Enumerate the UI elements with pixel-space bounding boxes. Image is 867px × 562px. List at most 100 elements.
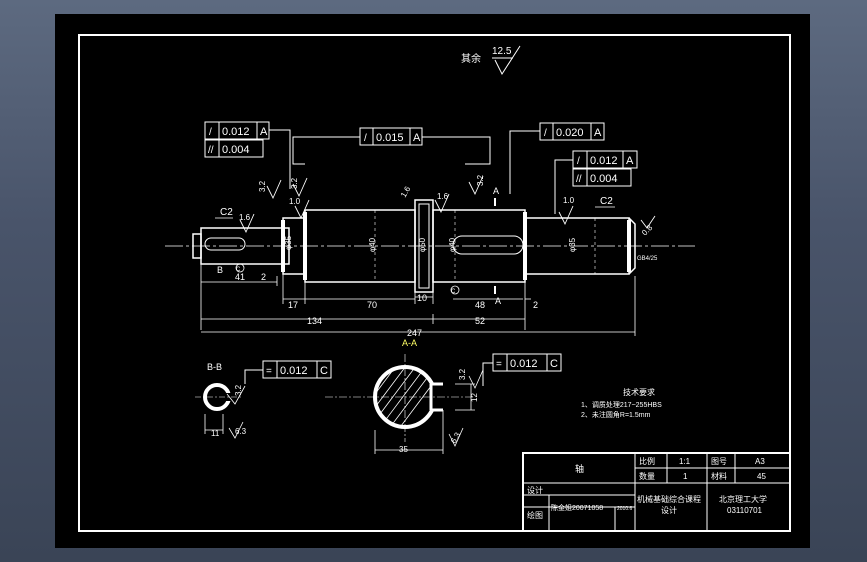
chamfer-right: C2 — [600, 196, 613, 207]
tol-center-symbol: / — [364, 133, 367, 144]
tol-section-bb-symbol: = — [266, 366, 272, 377]
roughness-r13: 0.8 — [640, 223, 655, 238]
section-bb-width: 11 — [211, 429, 220, 438]
tb-material-value: 45 — [757, 472, 766, 481]
tol-right-main-datum: A — [594, 127, 602, 139]
notes-line-1: 1、调质处理217~255HBS — [581, 400, 662, 409]
section-bb-title: B-B — [207, 362, 222, 372]
tb-part-name: 轴 — [575, 463, 584, 474]
drawing-frame — [78, 34, 791, 532]
diameter-4: φ40 — [448, 237, 457, 252]
section-bb-view — [195, 383, 246, 439]
section-a-bottom: A — [495, 296, 501, 306]
tb-checker-name: 陈金姐20071058 — [551, 503, 603, 512]
drawing-canvas: 其余 12.5 — [78, 34, 791, 532]
dim-10: 10 — [417, 293, 427, 303]
roughness-r7: 1.0 — [563, 196, 575, 205]
roughness-r12: 6.3 — [449, 430, 463, 445]
tol-right-bottom-symbol: // — [576, 174, 582, 185]
mark-circle-right — [450, 285, 460, 295]
tol-frame-section-bb — [244, 360, 332, 384]
tol-right-bottom-value: 0.004 — [590, 173, 618, 185]
section-aa-width: 35 — [399, 445, 408, 454]
drawing-sheet: 其余 12.5 — [55, 14, 810, 548]
tb-school-line-2: 03110701 — [727, 506, 763, 515]
center-hole-label: GB4/25 — [637, 256, 658, 262]
tb-qty-value: 1 — [683, 472, 688, 481]
roughness-r1: 3.2 — [258, 180, 267, 192]
tol-section-aa-datum: C — [550, 358, 558, 370]
roughness-r11: 3.2 — [458, 368, 467, 380]
roughness-other-symbol — [494, 45, 521, 76]
tol-frame-center — [292, 127, 491, 165]
dimension-lines — [200, 264, 636, 336]
roughness-r4: 1.6 — [239, 213, 251, 222]
mark-circle-left-label: C — [236, 267, 241, 273]
roughness-r8: 1.6 — [399, 184, 413, 199]
roughness-r5: 1.6 — [437, 192, 449, 201]
tol-section-aa-symbol: = — [496, 359, 502, 370]
roughness-r6: 3.2 — [476, 174, 485, 186]
tol-section-bb-value: 0.012 — [280, 365, 308, 377]
shaft-hidden-lines — [374, 210, 596, 282]
dim-134: 134 — [307, 316, 322, 326]
notes-title: 技术要求 — [623, 387, 655, 397]
roughness-r3: 1.0 — [289, 197, 301, 206]
roughness-symbols — [239, 175, 656, 234]
section-a-top: A — [493, 186, 499, 196]
tol-right-main-value: 0.020 — [556, 127, 584, 139]
diameter-1: φ35 — [284, 235, 293, 250]
tb-material-label: 材料 — [711, 471, 727, 481]
tb-designer-label: 设计 — [527, 485, 543, 495]
dim-2b: 2 — [533, 300, 538, 310]
tol-left-bottom-symbol: // — [208, 145, 214, 156]
tol-center-datum: A — [413, 132, 421, 144]
tb-qty-label: 数量 — [639, 471, 655, 481]
mark-circle-right-label: C — [451, 289, 456, 295]
tb-course-line-1: 机械基础综合课程 — [637, 494, 701, 504]
tol-right-main-symbol: / — [544, 128, 547, 139]
roughness-r10: 6.3 — [235, 427, 247, 436]
section-b-left: B — [217, 265, 223, 275]
roughness-other-value: 12.5 — [492, 46, 512, 57]
tol-left-top-datum: A — [260, 126, 268, 138]
keyway-left — [204, 237, 246, 251]
dim-17: 17 — [288, 300, 298, 310]
tol-right-top-value: 0.012 — [590, 155, 618, 167]
tb-scale-label: 比例 — [639, 456, 655, 466]
notes-line-2: 2、未注圆角R=1.5mm — [581, 410, 651, 419]
section-aa-title: A-A — [402, 338, 417, 348]
roughness-r2: 3.2 — [290, 177, 299, 189]
section-aa-height: 12 — [470, 393, 479, 402]
tb-checker-date: 2010.6 — [617, 506, 633, 512]
roughness-other-label: 其余 — [461, 52, 481, 65]
tb-school-line-1: 北京理工大学 — [719, 494, 767, 504]
tb-checker-label: 绘图 — [527, 510, 543, 520]
keyway-right — [452, 235, 524, 255]
tol-right-top-datum: A — [626, 155, 634, 167]
tol-section-bb-datum: C — [320, 365, 328, 377]
chamfer-left: C2 — [220, 207, 233, 218]
tol-section-aa-value: 0.012 — [510, 358, 538, 370]
tb-drawing-no-label: 图号 — [711, 457, 727, 466]
roughness-r9: 3.2 — [234, 384, 243, 396]
dim-247: 247 — [407, 328, 422, 338]
tb-course-line-2: 设计 — [661, 505, 677, 515]
mark-circle-left — [235, 263, 245, 273]
dim-41: 41 — [235, 272, 245, 282]
title-block — [522, 452, 791, 532]
tol-center-value: 0.015 — [376, 132, 404, 144]
tol-left-top-symbol: / — [209, 127, 212, 138]
tb-drawing-no-value: A3 — [755, 457, 765, 466]
dim-48: 48 — [475, 300, 485, 310]
tol-frame-right — [554, 150, 638, 214]
tol-frame-section-aa — [482, 353, 562, 386]
tol-left-top-value: 0.012 — [222, 126, 250, 138]
diameter-5: φ35 — [568, 237, 577, 252]
dim-52: 52 — [475, 316, 485, 326]
tol-frame-left — [204, 121, 291, 189]
diameter-2: φ40 — [368, 237, 377, 252]
tol-left-bottom-value: 0.004 — [222, 144, 250, 156]
tol-right-top-symbol: / — [577, 156, 580, 167]
